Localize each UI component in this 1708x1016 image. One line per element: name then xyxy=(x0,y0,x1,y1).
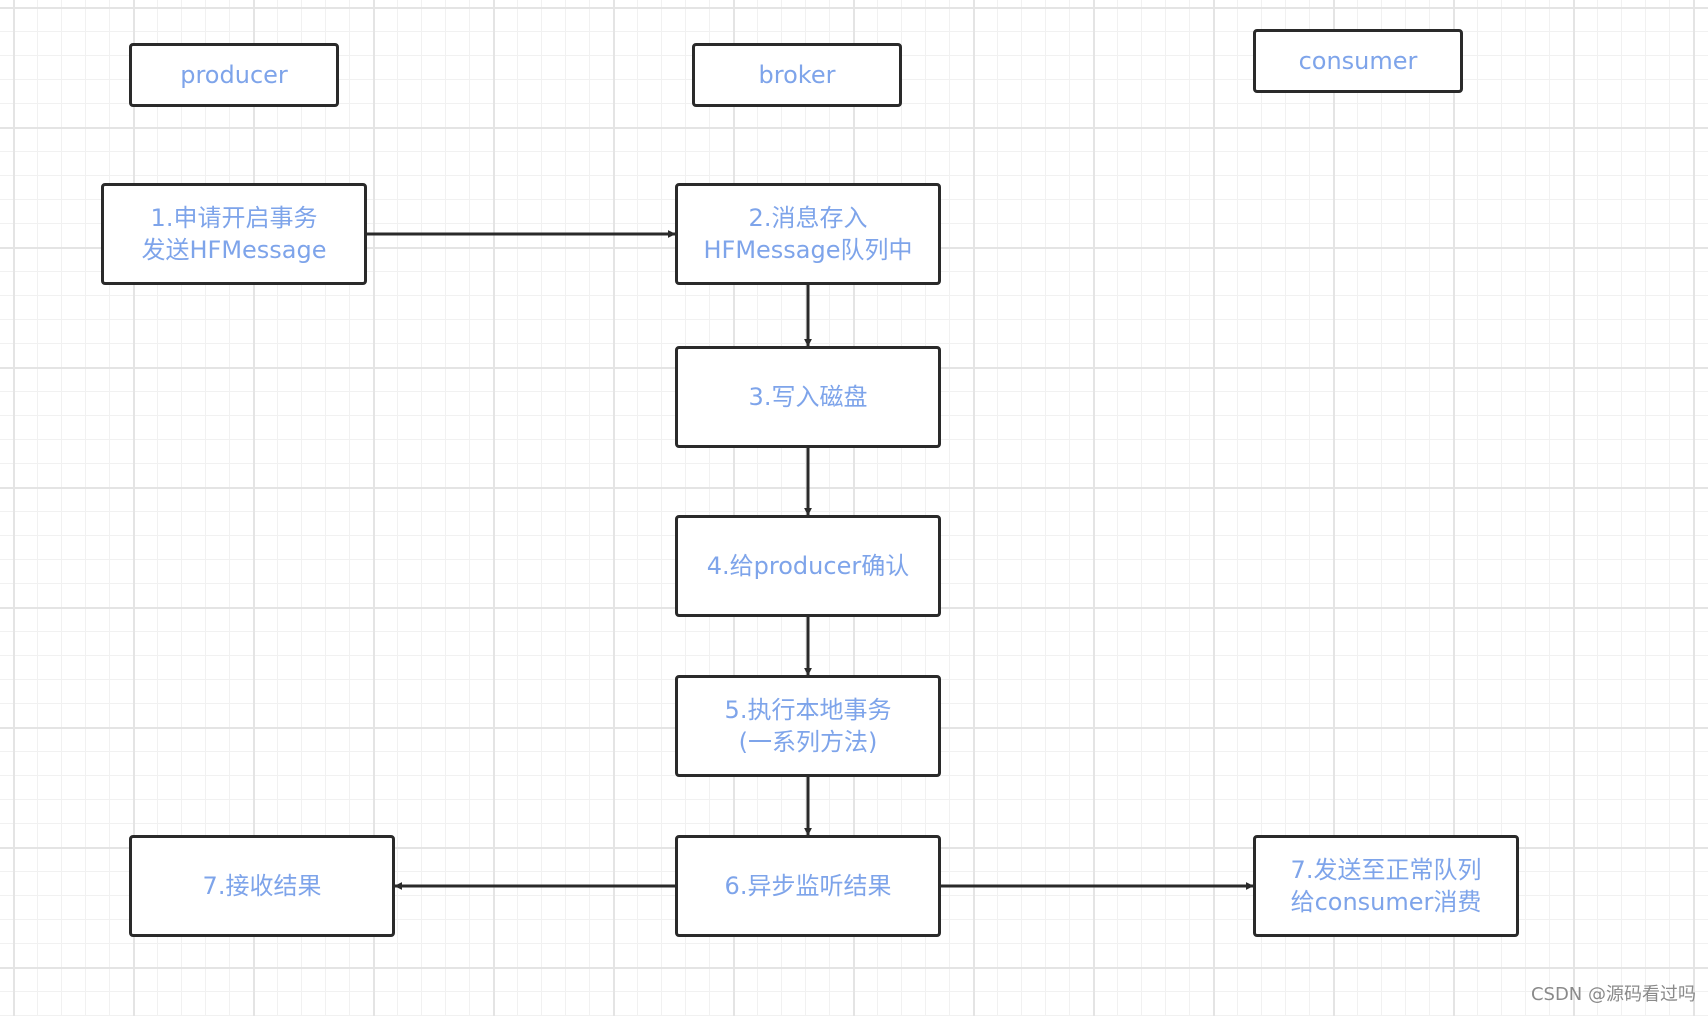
step-label-line: 1.申请开启事务 xyxy=(150,204,318,232)
step-3-write-disk[interactable]: 3.写入磁盘 xyxy=(675,346,941,448)
lane-header-consumer[interactable]: consumer xyxy=(1253,29,1463,93)
edge-layer xyxy=(367,230,1254,890)
step-6-async-listen[interactable]: 6.异步监听结果 xyxy=(675,835,941,937)
lane-header-broker[interactable]: broker xyxy=(692,43,902,107)
lane-header-label: producer xyxy=(180,61,288,89)
step-label-line: 4.给producer确认 xyxy=(706,552,910,580)
step-5-local-transaction[interactable]: 5.执行本地事务 (一系列方法) xyxy=(675,675,941,777)
step-label-line: 6.异步监听结果 xyxy=(724,872,892,900)
watermark: CSDN @源码看过吗 xyxy=(1530,984,1696,1005)
step-label-line: 5.执行本地事务 xyxy=(724,696,892,724)
lane-header-label: broker xyxy=(758,61,836,89)
step-1-start-transaction[interactable]: 1.申请开启事务 发送HFMessage xyxy=(101,183,367,285)
lane-header-producer[interactable]: producer xyxy=(129,43,339,107)
step-7-receive-result[interactable]: 7.接收结果 xyxy=(129,835,395,937)
step-label-line: HFMessage队列中 xyxy=(703,236,913,264)
step-label-line: 给consumer消费 xyxy=(1290,888,1482,916)
step-label-line: 7.发送至正常队列 xyxy=(1290,856,1482,884)
step-label-line: 7.接收结果 xyxy=(202,872,322,900)
step-label-line: 发送HFMessage xyxy=(141,236,327,264)
step-2-store-message[interactable]: 2.消息存入 HFMessage队列中 xyxy=(675,183,941,285)
step-label-line: 3.写入磁盘 xyxy=(748,383,868,411)
step-4-confirm-producer[interactable]: 4.给producer确认 xyxy=(675,515,941,617)
step-7-send-to-consumer[interactable]: 7.发送至正常队列 给consumer消费 xyxy=(1253,835,1519,937)
lane-header-label: consumer xyxy=(1298,47,1418,75)
step-label-line: 2.消息存入 xyxy=(748,204,868,232)
step-label-line: (一系列方法) xyxy=(738,728,878,756)
